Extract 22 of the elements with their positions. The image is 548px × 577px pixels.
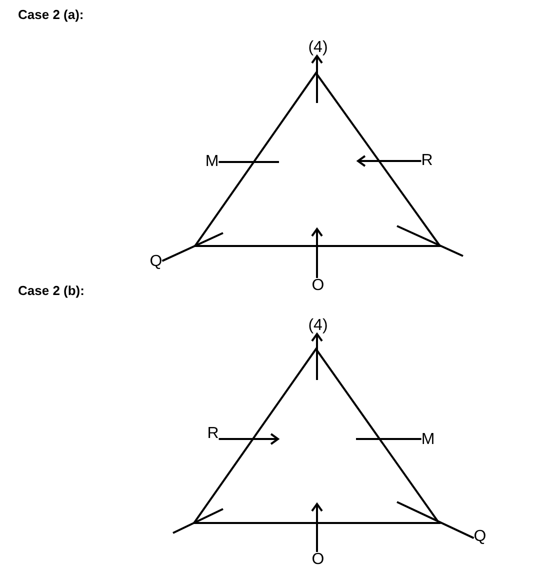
arrow [218, 433, 279, 445]
position-label: R [421, 153, 433, 169]
position-label: Q [150, 254, 162, 270]
leader-line [162, 232, 224, 262]
position-label: Q [474, 529, 486, 545]
position-label: M [205, 154, 219, 170]
position-label: M [421, 432, 435, 448]
position-label: O [312, 278, 324, 294]
case-heading: Case 2 (a): [18, 8, 84, 21]
position-label: (4) [308, 40, 328, 56]
leader-line [218, 161, 279, 163]
arrow [311, 333, 323, 380]
case-heading: Case 2 (b): [18, 284, 84, 297]
arrow [311, 55, 323, 103]
arrow [357, 155, 422, 167]
leader-line [396, 501, 474, 539]
arrow [311, 503, 323, 552]
position-label: R [207, 426, 219, 442]
position-label: O [312, 552, 324, 568]
position-label: (4) [308, 318, 328, 334]
leader-line [356, 438, 422, 440]
arrow [311, 228, 323, 278]
